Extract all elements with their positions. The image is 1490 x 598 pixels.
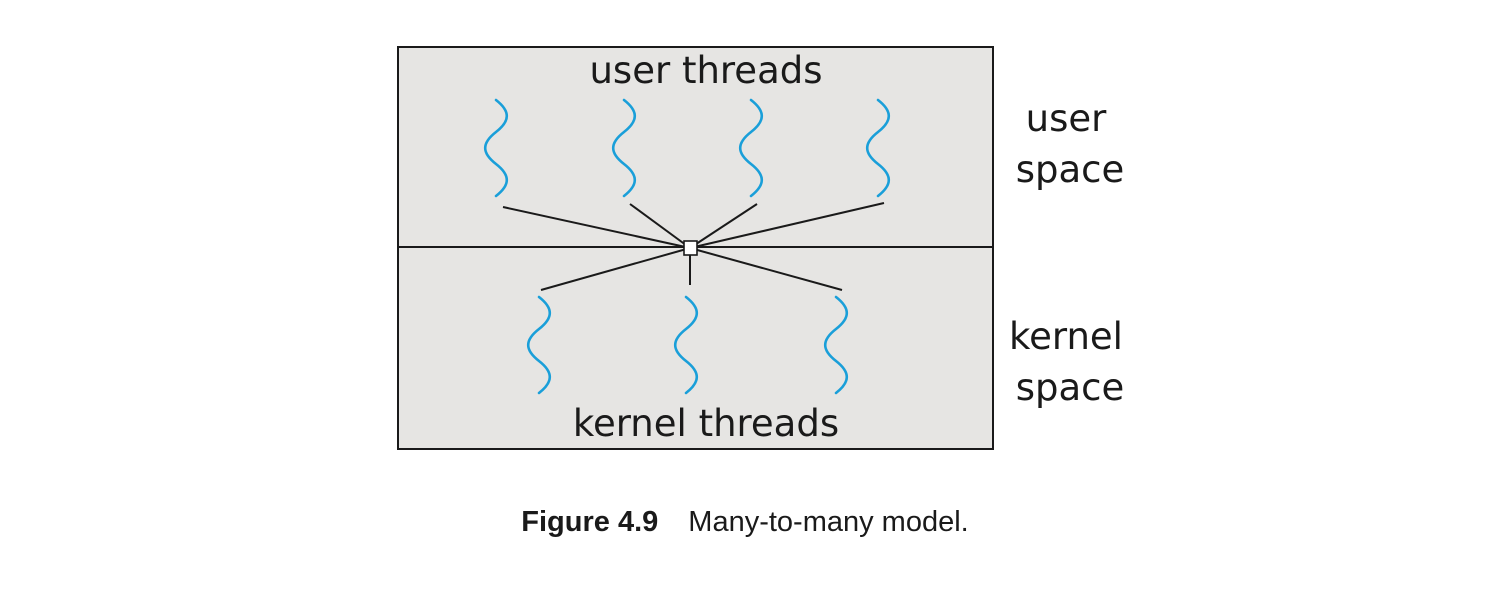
user-threads-label: user threads [589, 49, 822, 92]
user-thread-connection [502, 206, 691, 249]
figure-caption-text: Many-to-many model. [688, 506, 969, 538]
user-thread-squiggle [865, 98, 891, 198]
kernel-thread-squiggle [526, 295, 552, 395]
kernel-space-label-line1: kernel [1009, 315, 1123, 358]
user-thread-group [483, 98, 891, 198]
user-thread-connection [689, 202, 885, 249]
kernel-thread-connection [540, 247, 691, 291]
kernel-thread-squiggle [823, 295, 849, 395]
user-space-label-line1: user [1026, 97, 1107, 140]
kernel-thread-connection [689, 247, 843, 291]
figure-caption: Figure 4.9 Many-to-many model. [0, 506, 1490, 539]
figure-number: Figure 4.9 [521, 506, 659, 538]
kernel-thread-squiggle [673, 295, 699, 395]
user-thread-squiggle [483, 98, 509, 198]
user-thread-squiggle [611, 98, 637, 198]
kernel-thread-group [526, 295, 849, 395]
user-thread-connection [629, 203, 691, 249]
user-space-label-line2: space [1016, 148, 1125, 191]
thread-mapping-lines [502, 202, 885, 291]
kernel-space-label-line2: space [1016, 366, 1125, 409]
user-thread-squiggle [738, 98, 764, 198]
kernel-threads-label: kernel threads [573, 402, 839, 445]
thread-multiplexer-node [683, 240, 698, 256]
user-thread-connection [689, 203, 758, 249]
